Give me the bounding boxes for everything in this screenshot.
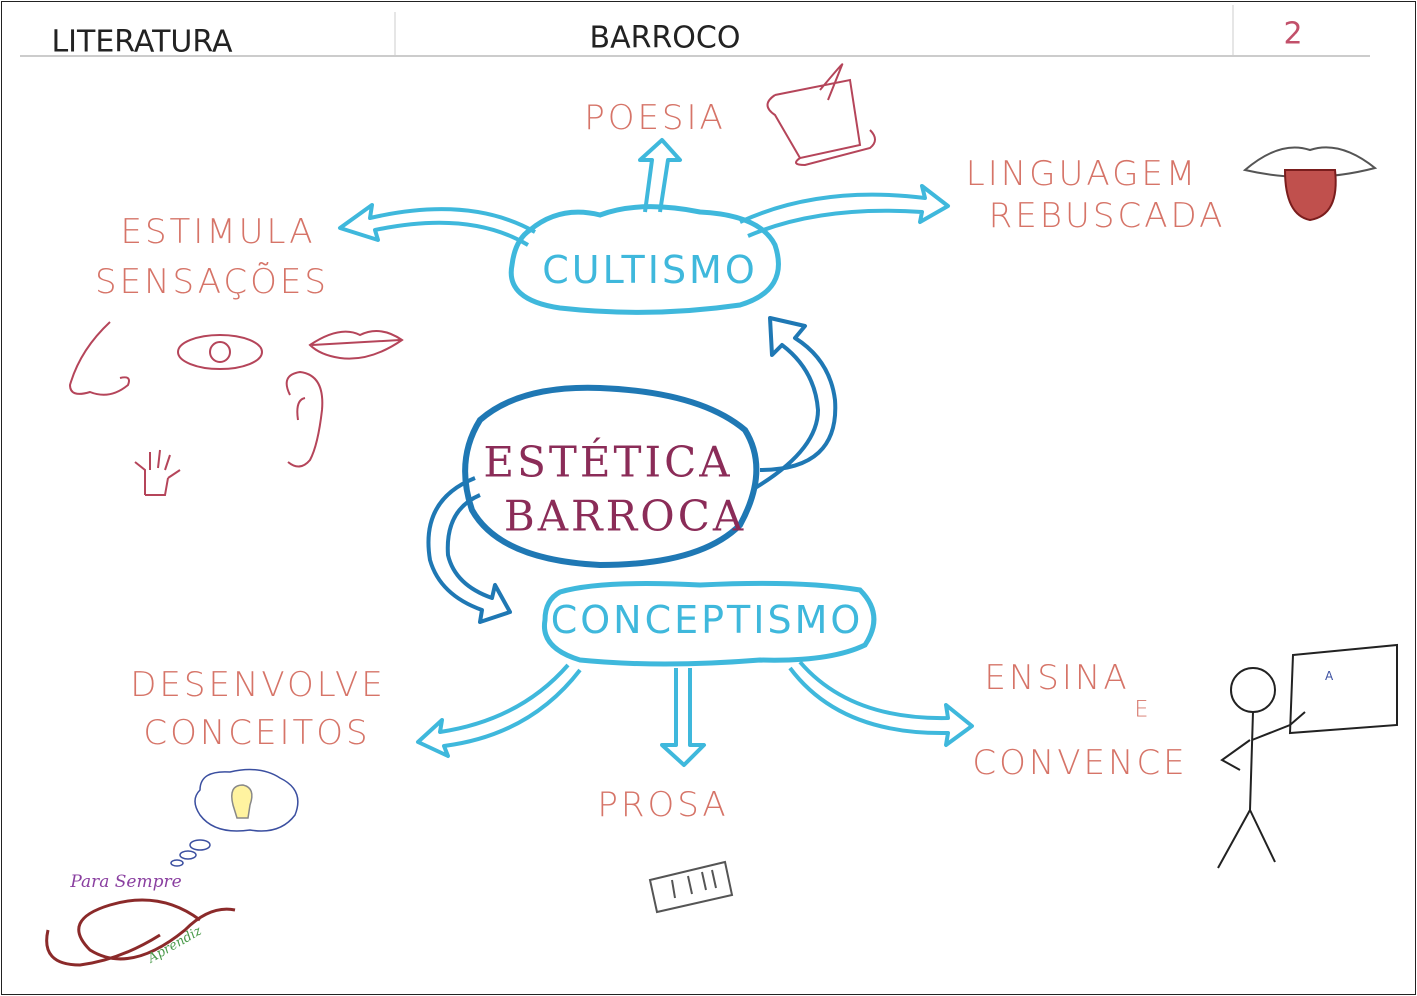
center-title-line1: ESTÉTICA [483,437,733,487]
cultismo-label: CULTISMO [542,248,758,292]
ear-icon [285,370,324,468]
nose-icon [68,321,130,396]
subject-label: LITERATURA [51,24,233,60]
estimula-label-line1: ESTIMULA [120,212,316,252]
svg-text:A: A [1325,669,1334,683]
hand-icon [134,449,181,496]
cultismo-bubble [508,204,781,315]
prosa-label: PROSA [597,785,729,825]
arrow-to-linguagem [739,184,950,238]
book-icon [648,860,734,914]
logo-infinity-icon [45,898,236,967]
arrow-estetica-to-cultismo [753,316,838,490]
logo-text-line1: Para Sempre [70,872,182,892]
estimula-label-line2: SENSAÇÕES [95,262,329,302]
ensina-label-line2: E [1134,697,1152,723]
arrow-estetica-to-conceptismo [426,476,512,624]
eye-icon [177,334,263,370]
thought-bubble-icon [170,768,299,867]
conceptismo-label: CONCEPTISMO [550,598,864,642]
mouth-icon [1242,146,1378,222]
linguagem-label-line2: REBUSCADA [988,196,1226,236]
arrow-to-estimula [338,203,536,247]
ensina-label-line1: ENSINA [984,658,1130,698]
linguagem-label-line1: LINGUAGEM [965,154,1199,194]
arrow-to-ensina [788,660,974,747]
ensina-label-line3: CONVENCE [972,743,1188,783]
page-number: 2 [1283,16,1303,52]
lips-icon [308,330,404,360]
desenvolve-label-line1: DESENVOLVE [130,665,386,705]
topic-title: BARROCO [589,20,741,56]
desenvolve-label-line2: CONCEITOS [143,713,371,753]
eye-pupil-icon [209,341,231,363]
arrow-to-prosa [660,668,706,767]
teacher-icon: A [1217,643,1398,869]
arrow-to-poesia [638,138,682,213]
estetica-bubble [462,384,760,569]
conceptismo-bubble [541,580,877,667]
scroll-icon [766,63,876,167]
arrow-to-desenvolve [416,663,582,758]
poesia-label: POESIA [584,98,726,138]
center-title-line2: BARROCA [503,491,747,541]
